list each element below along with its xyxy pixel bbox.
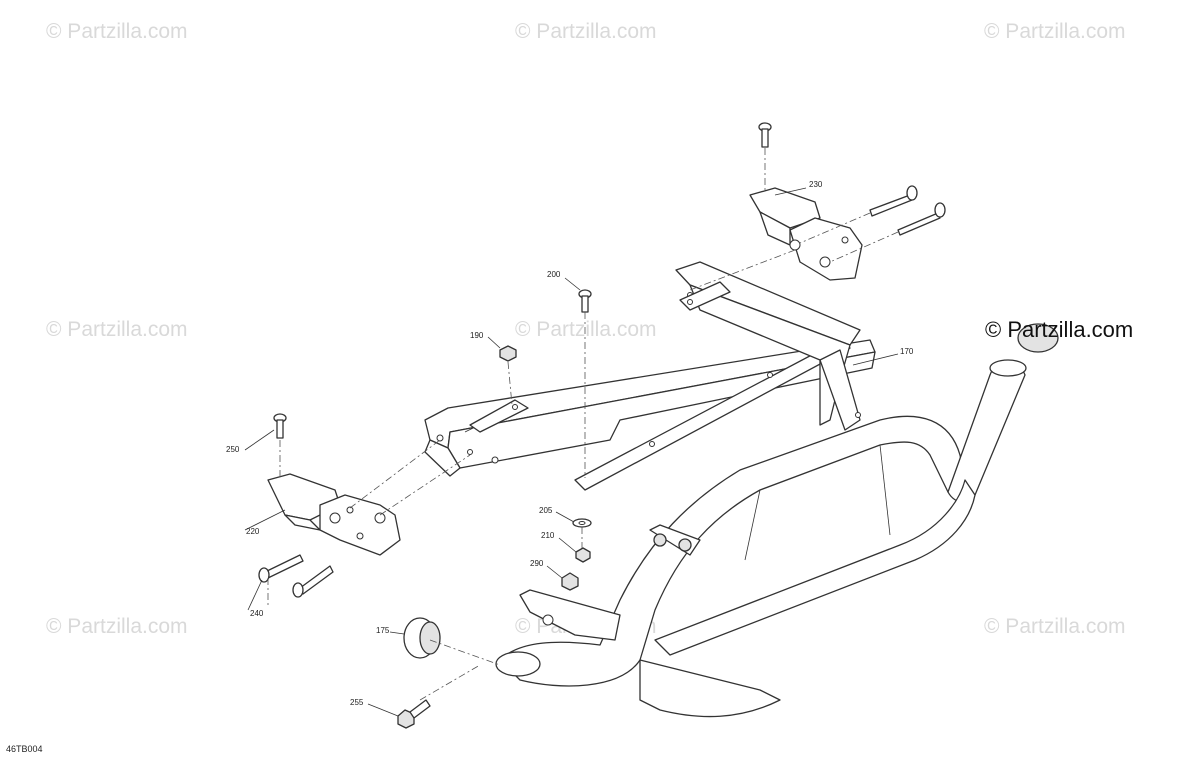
bolt-255 (397, 699, 431, 729)
lower-bracket (519, 524, 701, 641)
callout-255: 255 (350, 698, 364, 707)
watermark-mid-center: © Partzilla.com (515, 318, 657, 341)
assembly-lines (267, 148, 899, 701)
callout-290: 290 (530, 559, 544, 568)
callout-220: 220 (246, 527, 260, 536)
callout-170: 170 (900, 347, 914, 356)
plug-tube-end (1017, 323, 1059, 353)
watermark-top-right: © Partzilla.com (984, 20, 1126, 43)
callout-200: 200 (547, 270, 561, 279)
nut-290 (561, 572, 579, 591)
bolt-250 (273, 413, 287, 439)
callout-250: 250 (226, 445, 240, 454)
nut-210 (575, 547, 591, 563)
bracket-230 (749, 187, 863, 281)
bolt-230-top (758, 122, 772, 148)
callout-175: 175 (376, 626, 390, 635)
bracket-220 (267, 473, 401, 556)
watermark-top-center: © Partzilla.com (515, 20, 657, 43)
callout-240: 240 (250, 609, 264, 618)
callout-190: 190 (470, 331, 484, 340)
nut-190 (499, 345, 517, 362)
washer-205 (572, 518, 592, 528)
diagram-code: 46TB004 (6, 744, 43, 754)
bolt-200 (578, 289, 592, 313)
watermark-bottom-left: © Partzilla.com (46, 615, 188, 638)
watermark-top-left: © Partzilla.com (46, 20, 188, 43)
plug-175 (403, 617, 441, 659)
frame-cross-member (424, 261, 876, 491)
watermark-bottom-right: © Partzilla.com (984, 615, 1126, 638)
pins-230 (869, 185, 946, 236)
callout-230: 230 (809, 180, 823, 189)
callout-210: 210 (541, 531, 555, 540)
pins-240 (258, 554, 334, 598)
callout-leaders (244, 187, 899, 717)
brand-watermark: © Partzilla.com (985, 317, 1134, 342)
watermark-mid-left: © Partzilla.com (46, 318, 188, 341)
callout-205: 205 (539, 506, 553, 515)
